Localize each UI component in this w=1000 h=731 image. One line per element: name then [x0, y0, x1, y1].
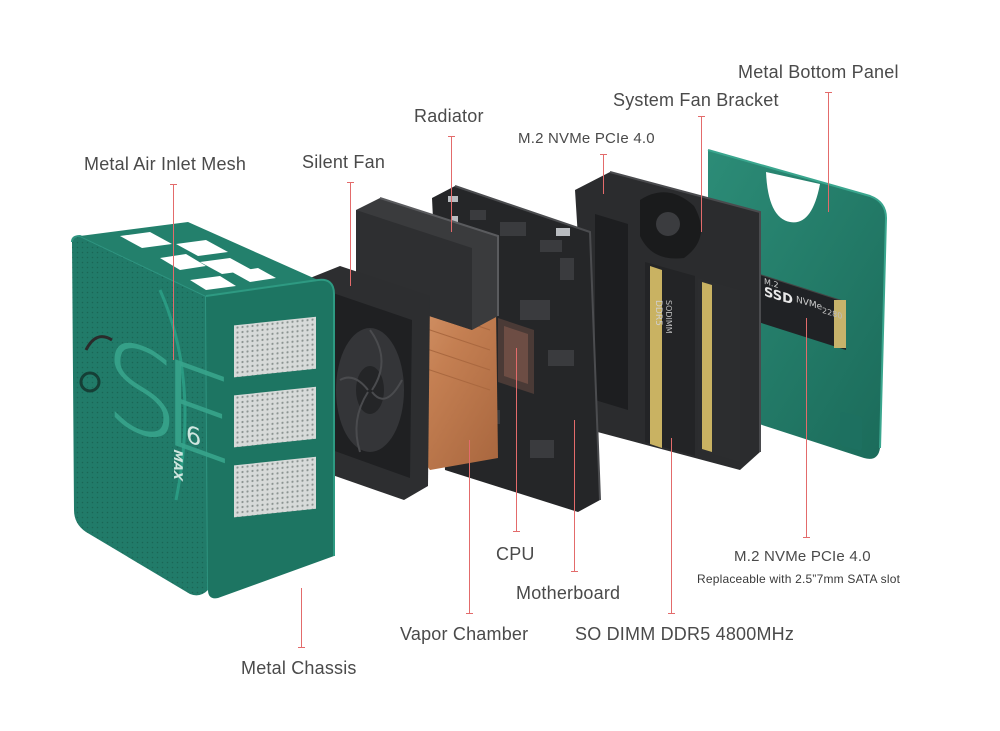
leader-line-m2-bottom: [806, 318, 807, 538]
model-max-mark: MAX: [172, 448, 184, 483]
leader-tick-system-fan-bracket: [698, 116, 705, 117]
label-silent-fan: Silent Fan: [302, 152, 385, 173]
leader-line-system-fan-bracket: [701, 116, 702, 232]
model-num-mark: 6: [186, 421, 201, 451]
label-radiator: Radiator: [414, 106, 484, 127]
leader-tick-metal-bottom-panel: [825, 92, 832, 93]
leader-tick-metal-chassis: [298, 647, 305, 648]
leader-line-cpu: [516, 348, 517, 532]
label-vapor-chamber: Vapor Chamber: [400, 624, 528, 645]
leader-line-vapor-chamber: [469, 440, 470, 614]
leader-tick-metal-air-inlet-mesh: [170, 184, 177, 185]
leader-tick-so-dimm: [668, 613, 675, 614]
label-so-dimm: SO DIMM DDR5 4800MHz: [575, 624, 794, 645]
leader-line-silent-fan: [350, 182, 351, 286]
leader-tick-m2-top: [600, 154, 607, 155]
leader-line-motherboard: [574, 420, 575, 572]
leader-line-metal-air-inlet-mesh: [173, 184, 174, 360]
label-m2-bottom: M.2 NVMe PCIe 4.0: [734, 548, 871, 565]
label-m2-top: M.2 NVMe PCIe 4.0: [518, 130, 655, 147]
label-metal-air-inlet-mesh: Metal Air Inlet Mesh: [84, 154, 246, 175]
leader-line-m2-top: [603, 154, 604, 194]
leader-tick-m2-bottom: [803, 537, 810, 538]
leader-tick-vapor-chamber: [466, 613, 473, 614]
leader-line-so-dimm: [671, 438, 672, 614]
label-metal-bottom-panel: Metal Bottom Panel: [738, 62, 899, 83]
leader-tick-silent-fan: [347, 182, 354, 183]
leader-tick-radiator: [448, 136, 455, 137]
leader-line-metal-bottom-panel: [828, 92, 829, 212]
ram-modules-part: [645, 262, 740, 462]
label-system-fan-bracket: System Fan Bracket: [613, 90, 779, 111]
leader-line-metal-chassis: [301, 588, 302, 648]
leader-tick-cpu: [513, 531, 520, 532]
label-m2-bottom-note: Replaceable with 2.5”7mm SATA slot: [697, 572, 900, 586]
ram-type-mark: SODIMM: [664, 300, 672, 334]
leader-tick-motherboard: [571, 571, 578, 572]
leader-line-radiator: [451, 136, 452, 232]
label-metal-chassis: Metal Chassis: [241, 658, 357, 679]
ram-brand-mark: DDR5: [653, 300, 662, 326]
label-motherboard: Motherboard: [516, 583, 620, 604]
label-cpu: CPU: [496, 544, 535, 565]
